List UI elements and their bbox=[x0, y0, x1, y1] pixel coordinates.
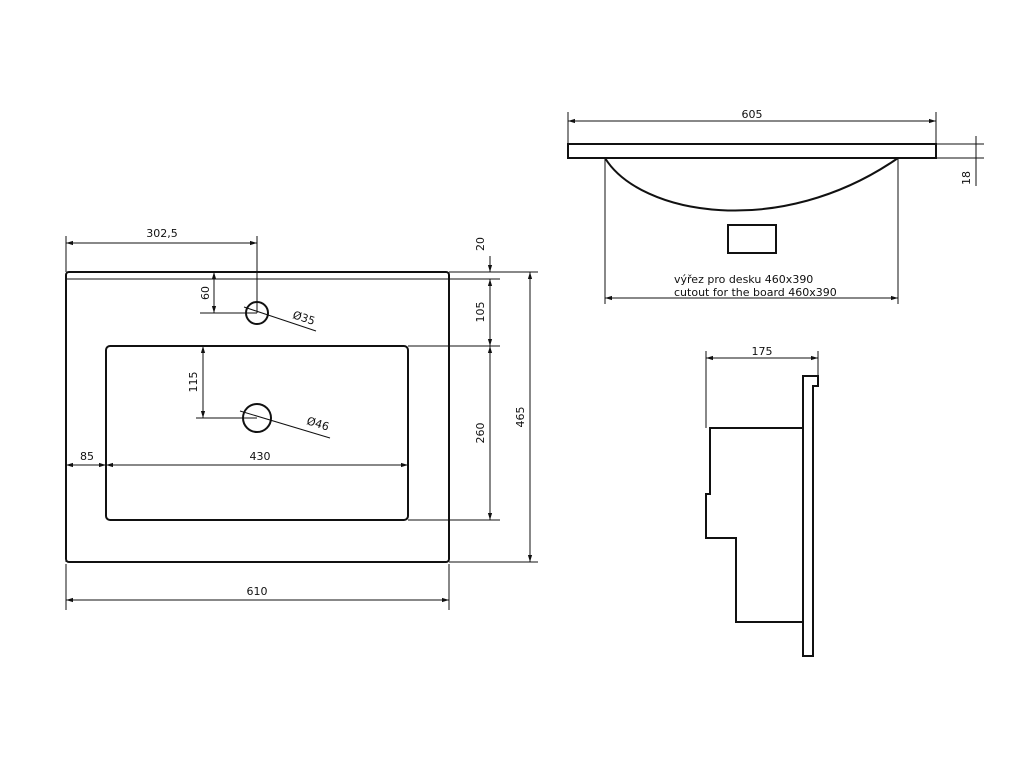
drain-diameter-leader bbox=[239, 410, 331, 439]
dim-605-label: 605 bbox=[742, 108, 763, 121]
dim-610-label: 610 bbox=[247, 585, 268, 598]
side-profile bbox=[705, 427, 803, 623]
dim-430-label: 430 bbox=[250, 450, 271, 463]
cutout-note-cz: výřez pro desku 460x390 bbox=[674, 273, 813, 286]
dim-465-label: 465 bbox=[514, 407, 527, 428]
tap-diameter-label: Ø35 bbox=[291, 308, 317, 327]
front-bowl bbox=[604, 157, 899, 212]
dim-175-label: 175 bbox=[752, 345, 773, 358]
basin-outline bbox=[65, 271, 450, 563]
dim-105-label: 105 bbox=[474, 302, 487, 323]
dim-60-label: 60 bbox=[199, 286, 212, 300]
dim-20-label: 20 bbox=[474, 237, 487, 251]
side-view: 175 bbox=[705, 345, 819, 657]
basin-bowl bbox=[105, 345, 409, 521]
dim-18-label: 18 bbox=[960, 171, 973, 185]
dim-85-label: 85 bbox=[80, 450, 94, 463]
dim-115-label: 115 bbox=[187, 372, 200, 393]
drain-diameter-label: Ø46 bbox=[305, 414, 330, 433]
front-rim bbox=[567, 143, 937, 159]
tap-diameter-leader bbox=[243, 306, 317, 332]
side-rim bbox=[802, 375, 819, 657]
dim-260-label: 260 bbox=[474, 423, 487, 444]
front-view: 605 18 výřez pro desku 460x390 cutout fo… bbox=[567, 108, 984, 304]
front-drain bbox=[727, 224, 777, 254]
top-view: 302,5 610 85 430 60 115 20 105 260 465 Ø… bbox=[65, 227, 538, 610]
cutout-note-en: cutout for the board 460x390 bbox=[674, 286, 837, 299]
dim-302-label: 302,5 bbox=[146, 227, 178, 240]
